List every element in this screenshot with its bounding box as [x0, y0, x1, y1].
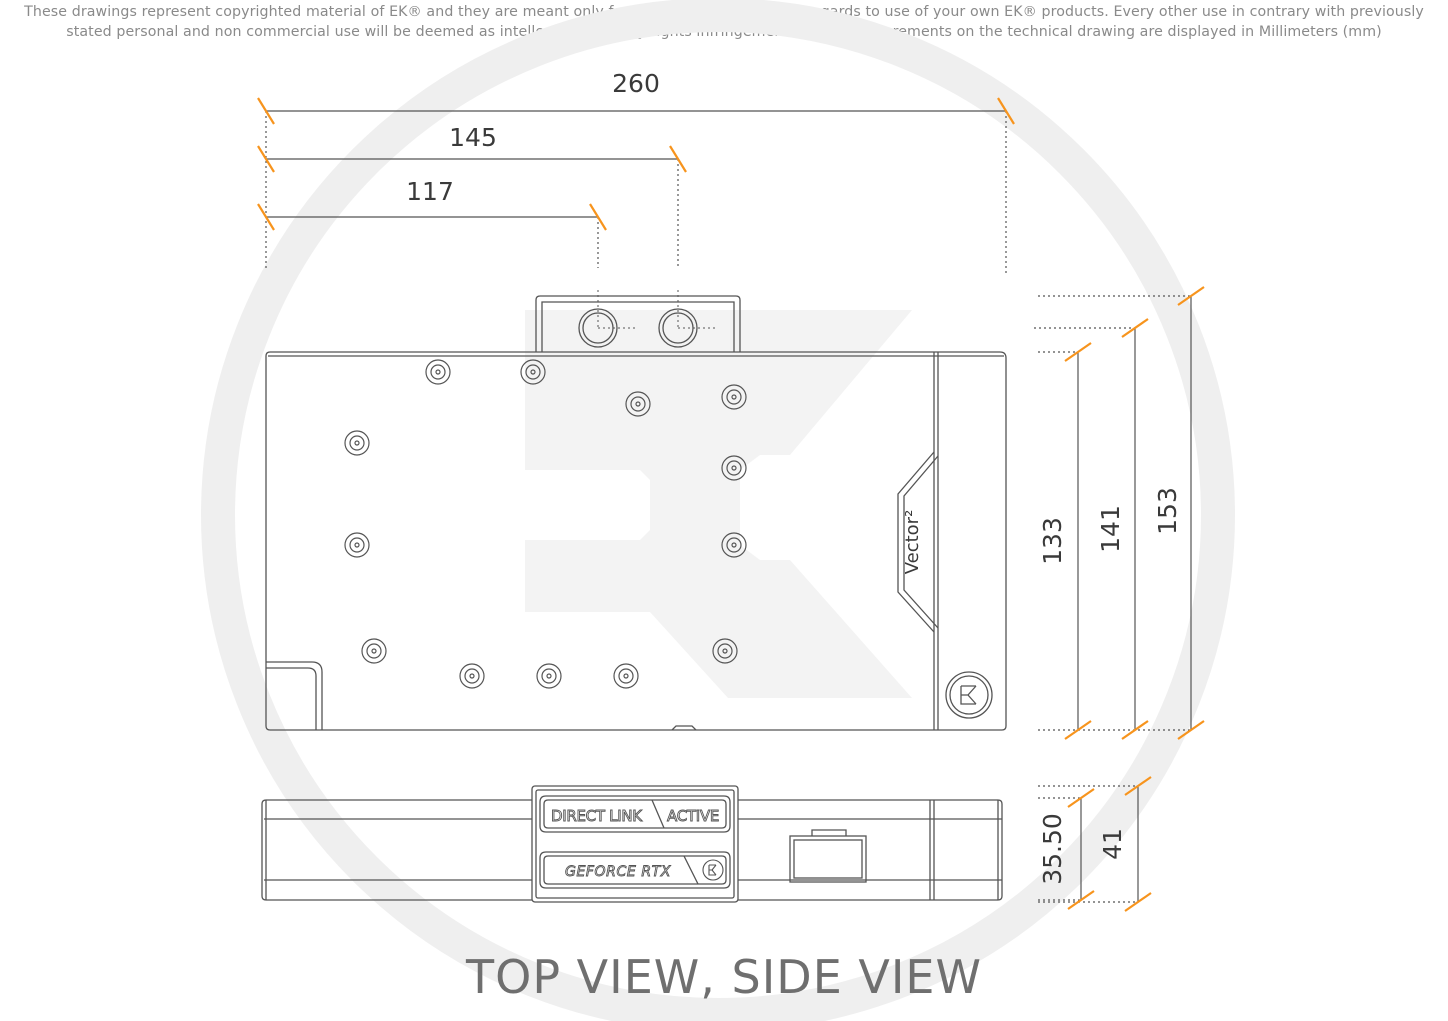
direct-link-label: DIRECT LINK	[551, 807, 643, 825]
ek-watermark	[201, 0, 1235, 1021]
screw	[721, 455, 747, 481]
horizontal-dimension-ticks	[257, 97, 1015, 231]
screw	[712, 638, 738, 664]
side-vertical-dimensions	[1038, 785, 1139, 903]
active-label: ACTIVE	[667, 807, 719, 825]
screw	[344, 532, 370, 558]
screw	[344, 430, 370, 456]
dimension-41: 41	[1098, 828, 1127, 860]
screw	[520, 359, 546, 385]
side-view-block	[261, 785, 1003, 903]
horizontal-dimensions	[265, 110, 1007, 274]
dimension-133: 133	[1038, 517, 1067, 565]
screw	[721, 384, 747, 410]
vector-label: Vector²	[902, 510, 923, 575]
screw	[459, 663, 485, 689]
dimension-145: 145	[449, 123, 497, 152]
ek-small-icon	[702, 859, 724, 881]
screw	[425, 359, 451, 385]
vertical-dimensions	[1034, 295, 1192, 731]
ek-badge-icon	[945, 671, 993, 719]
direct-link-plate	[539, 795, 731, 889]
dimension-260: 260	[612, 69, 660, 98]
port-fittings	[578, 290, 716, 348]
mounting-screws	[344, 359, 747, 689]
screw	[613, 663, 639, 689]
screw	[361, 638, 387, 664]
dimension-141: 141	[1096, 505, 1125, 553]
top-view-block	[265, 295, 1007, 731]
side-dimension-ticks	[1067, 776, 1152, 912]
screw	[625, 391, 651, 417]
screw	[536, 663, 562, 689]
view-title: TOP VIEW, SIDE VIEW	[466, 950, 982, 1004]
dimension-117: 117	[406, 177, 454, 206]
dimension-153: 153	[1153, 487, 1182, 535]
dimension-35-50: 35.50	[1038, 813, 1067, 885]
geforce-rtx-label: GEFORCE RTX	[565, 864, 671, 880]
vertical-dimension-ticks	[1064, 286, 1205, 740]
screw	[721, 532, 747, 558]
